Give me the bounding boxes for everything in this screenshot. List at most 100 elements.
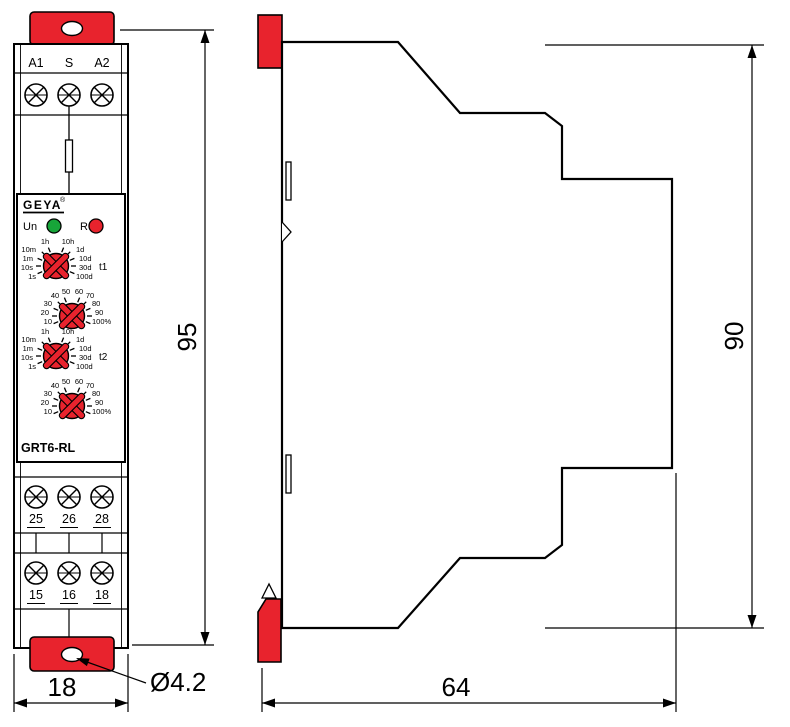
dial-t2-knob (41, 341, 71, 371)
bottom-terminal-block: 15 16 18 (14, 552, 128, 637)
dial-scale-label: 50 (62, 377, 70, 386)
dial-t1-knob (41, 251, 71, 281)
front-view: A1 S A2 GEYA ® Un (13, 11, 129, 672)
screw-terminal-18 (90, 561, 114, 585)
dim-side-height-value: 90 (719, 322, 749, 351)
dial-scale-label: 30 (44, 299, 52, 308)
dial-percent-1: 40 50 60 70 30 20 10 80 90 100% (41, 287, 112, 331)
bottom-mounting-tab (29, 636, 115, 672)
dial-scale-label: 30d (79, 353, 92, 362)
dial-scale-label: 10d (79, 254, 92, 263)
arrowhead (76, 658, 90, 667)
dim-front-height (120, 29, 214, 646)
screw-terminal-16 (57, 561, 81, 585)
dial-scale-label: 10 (44, 407, 52, 416)
dial-scale-label: 10s (21, 353, 33, 362)
bottom-mounting-hole (60, 646, 84, 663)
dial-scale-label: 70 (86, 381, 94, 390)
arrowhead (14, 698, 27, 708)
dial-scale-label: 80 (92, 299, 100, 308)
dial-scale-label: 1d (76, 335, 84, 344)
screw-terminal-a2 (90, 83, 114, 107)
screw-terminal-25 (24, 485, 48, 509)
screw-terminal-15 (24, 561, 48, 585)
dial-scale-label: 1m (23, 344, 33, 353)
body-edge-lines (20, 44, 122, 648)
terminal-label-s: S (65, 56, 73, 70)
dial-scale-label: 1d (76, 245, 84, 254)
dial-scale-label: 20 (41, 308, 49, 317)
dial-scale-label: 100d (76, 272, 93, 281)
arrowhead (747, 615, 757, 628)
dial-scale-label: 60 (75, 287, 83, 296)
dial-scale-label: 20 (41, 398, 49, 407)
dial-t1: 1h 10h 10m 1m 10s 1s 1d 10d 30d 100d t1 (21, 237, 108, 281)
led-indicators: Un R (23, 218, 104, 234)
registered-mark: ® (60, 196, 66, 204)
din-clip-top (257, 14, 283, 69)
dial-scale-label: 10 (44, 317, 52, 326)
terminal-number-28: 28 (95, 512, 109, 526)
dimension-annotations: 95 18 Ø4.2 90 (13, 29, 764, 712)
side-view (257, 14, 674, 663)
terminal-number-18: 18 (95, 588, 109, 602)
screw-terminal-26 (57, 485, 81, 509)
top-terminal-block-lines (14, 72, 128, 116)
dial-scale-label: 10h (62, 327, 75, 336)
dial-scale-label: 40 (51, 291, 59, 300)
terminal-number-26: 26 (62, 512, 76, 526)
dial-scale-label: 50 (62, 287, 70, 296)
screw-terminal-28 (90, 485, 114, 509)
top-terminal-screws (24, 83, 114, 107)
terminal-number-15: 15 (29, 588, 43, 602)
dial-scale-label: 80 (92, 389, 100, 398)
arrowhead (200, 30, 210, 43)
arrowhead (747, 45, 757, 58)
model-name: GRT6-RL (21, 441, 76, 455)
arrowhead (200, 632, 210, 645)
top-terminal-labels: A1 S A2 (28, 56, 109, 70)
dial-scale-label: 100% (92, 407, 112, 416)
brand-logo: GEYA ® (23, 196, 66, 214)
side-outline (280, 40, 674, 630)
dial-scale-label: 1s (28, 272, 36, 281)
dial-scale-label: 90 (95, 308, 103, 317)
dial-scale-label: 1m (23, 254, 33, 263)
dim-hole-value: Ø4.2 (150, 667, 206, 697)
screw-terminal-s (57, 83, 81, 107)
side-notch (281, 221, 292, 243)
mid-terminal-block: 25 26 28 (14, 476, 128, 534)
dial-t2-label: t2 (99, 352, 108, 363)
dial-scale-label: 1h (41, 237, 49, 246)
dial-scale-label: 1s (28, 362, 36, 371)
din-clip-bottom (257, 598, 282, 663)
dial-scale-label: 90 (95, 398, 103, 407)
dial-scale-label: 1h (41, 327, 49, 336)
terminal-label-a2: A2 (94, 56, 109, 70)
dial-percent1-knob (57, 301, 87, 331)
dial-scale-label: 10d (79, 344, 92, 353)
dim-side-depth-value: 64 (442, 672, 471, 702)
dial-scale-label: 30 (44, 389, 52, 398)
arrowhead (262, 698, 275, 708)
dim-side-depth (261, 473, 677, 712)
dial-scale-label: 10h (62, 237, 75, 246)
dial-scale-label: 10m (21, 335, 36, 344)
arrowhead (115, 698, 128, 708)
terminal-label-a1: A1 (28, 56, 43, 70)
dial-percent-2: 40 50 60 70 30 20 10 80 90 100% (41, 377, 112, 421)
dial-scale-label: 30d (79, 263, 92, 272)
led-r-label: R (80, 221, 88, 233)
dim-front-width-value: 18 (48, 672, 77, 702)
arrowhead (663, 698, 676, 708)
top-mounting-tab (29, 11, 115, 46)
led-un-label: Un (23, 221, 37, 233)
fuse-symbol (64, 106, 74, 194)
dial-scale-label: 40 (51, 381, 59, 390)
dial-scale-label: 10m (21, 245, 36, 254)
top-mounting-hole (60, 20, 84, 37)
dial-t2: 1h 10h 10m 1m 10s 1s 1d 10d 30d 100d t2 (21, 327, 108, 371)
dial-percent2-knob (57, 391, 87, 421)
dial-t1-label: t1 (99, 262, 108, 273)
